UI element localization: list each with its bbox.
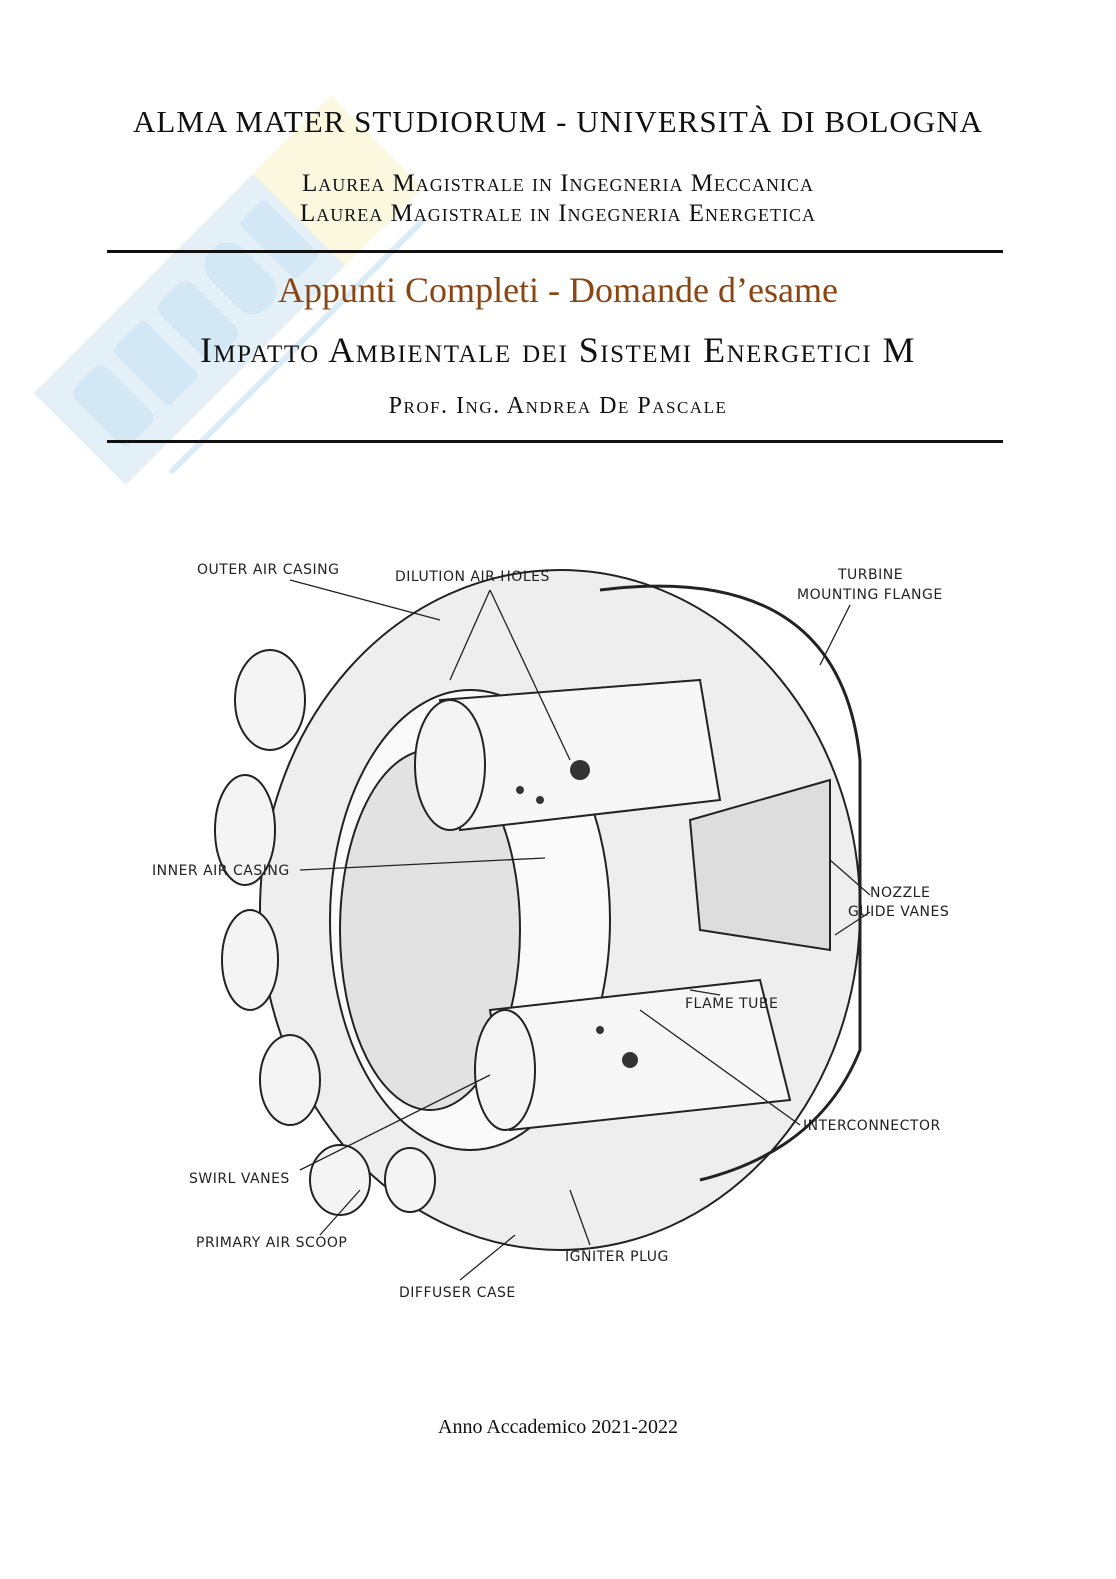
label-nozzle-guide-vanes: NOZZLE	[870, 885, 930, 901]
course-name: Impatto Ambientale dei Sistemi Energetic…	[199, 330, 917, 370]
label-outer-air-casing: OUTER AIR CASING	[197, 562, 339, 578]
label-diffuser-case: DIFFUSER CASE	[399, 1285, 516, 1301]
label-interconnector: INTERCONNECTOR	[803, 1118, 941, 1134]
academic-year: Anno Accademico 2021-2022	[438, 1416, 678, 1438]
divider	[107, 250, 1003, 253]
label-flame-tube: FLAME TUBE	[685, 996, 778, 1012]
document-title: Appunti Completi - Domande d’esame	[278, 270, 838, 310]
label-turbine-mounting-flange: MOUNTING FLANGE	[797, 587, 943, 603]
degree-program: Laurea Magistrale in Ingegneria Energeti…	[299, 200, 817, 227]
label-primary-air-scoop: PRIMARY AIR SCOOP	[196, 1235, 347, 1251]
label-igniter-plug: IGNITER PLUG	[565, 1249, 669, 1265]
degree-program: Laurea Magistrale in Ingegneria Meccanic…	[301, 170, 815, 197]
university-name: ALMA MATER STUDIORUM - UNIVERSITÀ DI BOL…	[133, 104, 983, 139]
label-swirl-vanes: SWIRL VANES	[189, 1171, 290, 1187]
combustor-diagram: OUTER AIR CASING DILUTION AIR HOLES TURB…	[152, 562, 949, 1301]
professor-name: Prof. Ing. Andrea De Pascale	[388, 393, 728, 419]
label-turbine-mounting-flange: TURBINE	[837, 567, 903, 583]
label-nozzle-guide-vanes: GUIDE VANES	[848, 904, 949, 920]
divider	[107, 440, 1003, 443]
label-inner-air-casing: INNER AIR CASING	[152, 863, 290, 879]
label-dilution-air-holes: DILUTION AIR HOLES	[395, 569, 550, 585]
